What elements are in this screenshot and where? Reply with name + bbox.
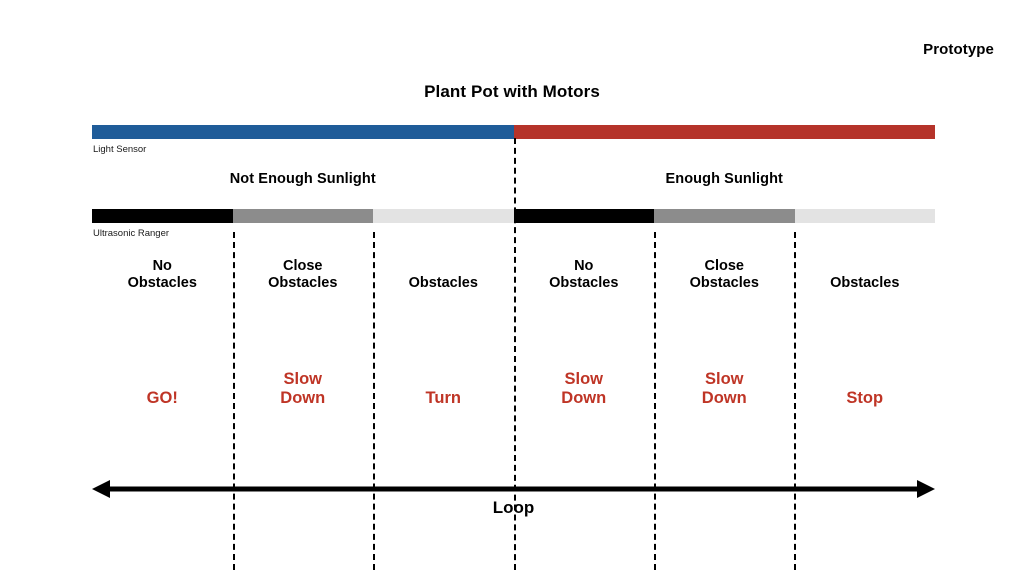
light-sensor-segment-1 [513,125,935,139]
action-label-2: Turn [373,370,514,409]
action-label-line: GO! [146,389,178,407]
obstacle-label-line: Obstacles [689,274,759,291]
prototype-label: Prototype [923,41,994,58]
action-label-line: Down [280,389,326,408]
obstacle-label-line: No [152,258,172,274]
light-sensor-segment-0 [92,125,514,139]
sunlight-heading-0: Not Enough Sunlight [229,171,376,187]
loop-arrow-icon [92,480,935,498]
ultrasonic-ranger-segment-3 [513,209,654,223]
sunlight-heading-1: Enough Sunlight [665,171,783,187]
ultrasonic-ranger-bar [92,209,935,223]
action-label-5: Stop [795,370,936,409]
obstacle-label-line: Obstacles [549,274,619,291]
ultrasonic-ranger-segment-0 [92,209,233,223]
divider-line-3 [654,232,656,570]
obstacle-label-line: No [574,258,594,274]
action-label-0: GO! [92,370,233,409]
obstacle-label-line: Close [283,258,323,274]
ultrasonic-ranger-segment-1 [232,209,373,223]
ultrasonic-ranger-segment-2 [373,209,514,223]
ultrasonic-ranger-caption: Ultrasonic Ranger [93,228,170,239]
obstacle-label-2: Obstacles [373,258,514,292]
action-label-line: Down [701,389,747,408]
page-title: Plant Pot with Motors [424,82,600,101]
loop-label: Loop [492,498,535,517]
divider-line-1 [372,232,375,570]
action-label-line: Slow [564,370,603,388]
divider-line-0 [232,232,235,570]
divider-line-2 [513,138,516,570]
ultrasonic-ranger-segment-4 [654,209,795,223]
light-sensor-caption: Light Sensor [93,144,147,155]
obstacle-label-line: Obstacles [408,275,478,291]
obstacle-label-5: Obstacles [795,258,936,292]
obstacle-label-line: Close [704,258,745,274]
action-label-line: Stop [846,389,884,407]
action-label-line: Slow [704,370,744,388]
divider-line-4 [794,232,797,570]
diagram-area: Light Sensor Not Enough Sunlight Enough S… [92,0,935,576]
light-sensor-bar [92,125,935,139]
obstacle-label-line: Obstacles [830,275,900,291]
obstacle-label-line: Obstacles [127,274,197,291]
action-label-line: Down [561,389,607,408]
action-label-line: Turn [425,389,461,407]
sunlight-heading-row: Not Enough Sunlight Enough Sunlight [92,171,935,187]
ultrasonic-ranger-segment-5 [794,209,935,223]
action-label-line: Slow [283,370,322,388]
obstacle-label-line: Obstacles [268,274,338,291]
